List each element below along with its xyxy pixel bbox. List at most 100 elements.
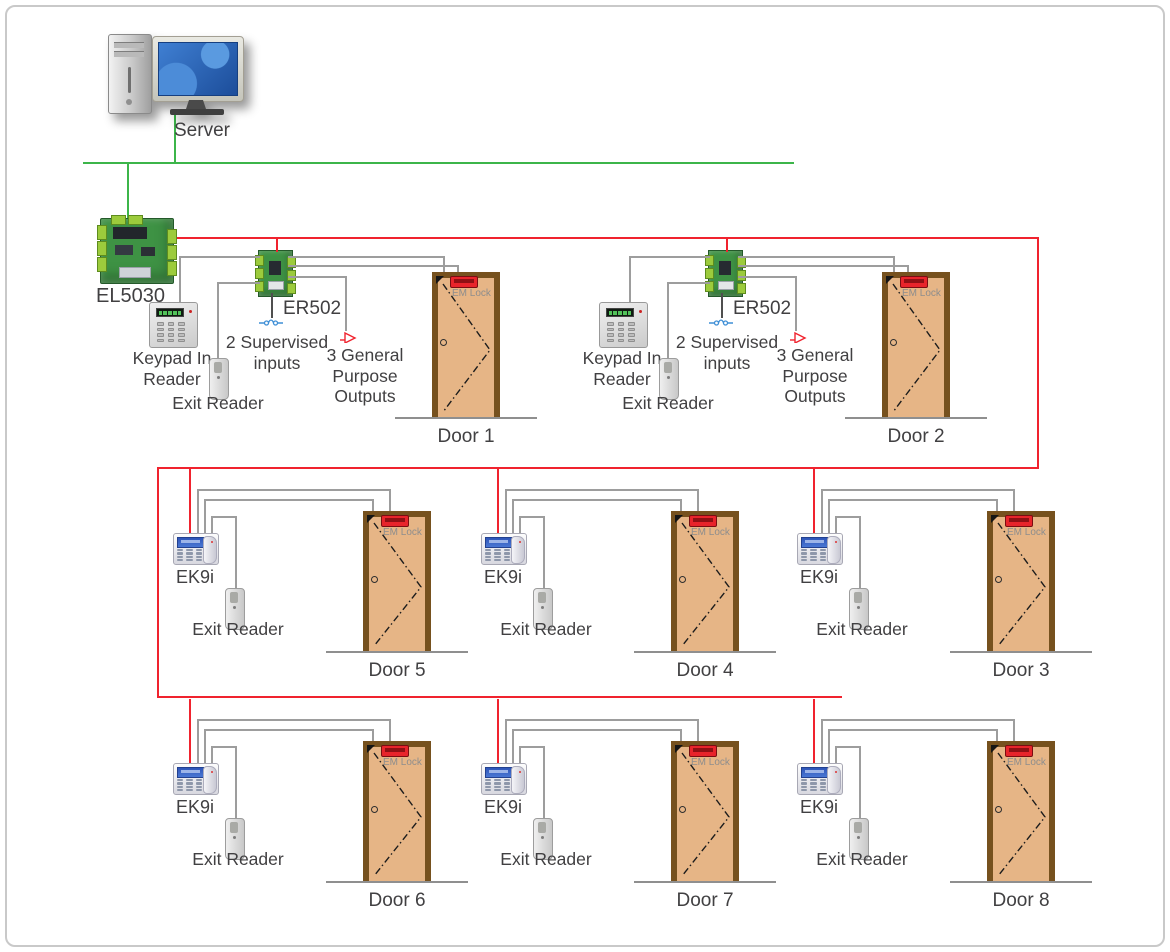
device-wire xyxy=(996,731,998,741)
door-hinge-mark xyxy=(367,745,375,753)
keypad-in-reader-device xyxy=(599,302,648,348)
keypad-key xyxy=(485,549,492,552)
keypad-key xyxy=(607,338,614,342)
monitor-icon xyxy=(152,36,244,102)
keypad-key xyxy=(494,779,501,782)
ek9i-label: EK9i xyxy=(483,797,523,817)
connector xyxy=(718,281,734,290)
drive-bay xyxy=(114,42,144,48)
reader-led xyxy=(217,376,220,379)
keypad-key xyxy=(186,782,193,785)
door: EM Lock Door 3 xyxy=(950,511,1092,681)
rs485-bus-cable xyxy=(157,696,842,698)
reader-led xyxy=(541,836,544,839)
em-lock-bar xyxy=(454,279,474,283)
em-lock xyxy=(689,515,717,527)
device-wire xyxy=(697,491,699,511)
keypad-key xyxy=(195,785,202,788)
power-button-icon xyxy=(126,99,132,105)
terminal-block xyxy=(255,281,264,292)
keypad-keys xyxy=(485,549,510,561)
door-hinge-mark xyxy=(675,745,683,753)
keypad-key xyxy=(157,327,164,331)
reader-notch xyxy=(538,822,546,833)
monitor-screen xyxy=(158,42,238,96)
em-lock xyxy=(900,276,928,288)
keypad-key xyxy=(195,558,202,561)
display-digit xyxy=(622,310,627,315)
ek9i-keypad-device xyxy=(173,763,219,795)
keypad-key xyxy=(628,327,635,331)
device-wire xyxy=(667,282,710,284)
keypad-key xyxy=(157,322,164,326)
keypad-key xyxy=(810,555,817,558)
door-knob xyxy=(371,575,378,583)
supervised-inputs-icon xyxy=(709,319,733,326)
rs485-bus-cable xyxy=(157,469,159,698)
display-digit xyxy=(608,310,613,315)
door-hinge-mark xyxy=(991,745,999,753)
exit-reader-label: Exit Reader xyxy=(500,619,592,639)
ek9i-keypad-device xyxy=(173,533,219,565)
keypad-display xyxy=(606,308,634,317)
display-digit xyxy=(172,310,177,315)
device-wire xyxy=(828,731,830,763)
page-border xyxy=(5,5,1165,947)
status-led xyxy=(639,310,642,313)
exit-reader-label: Exit Reader xyxy=(192,849,284,869)
em-lock xyxy=(689,745,717,757)
keypad-key xyxy=(195,552,202,555)
reader-notch xyxy=(230,592,238,603)
keypad-key xyxy=(485,558,492,561)
device-wire xyxy=(505,491,507,533)
floor-line xyxy=(326,881,468,883)
keypad-key xyxy=(494,552,501,555)
reader-led xyxy=(541,606,544,609)
door-swing-lines xyxy=(997,752,1046,877)
device-wire xyxy=(235,518,237,588)
device-wire xyxy=(519,516,545,518)
door: EM Lock Door 8 xyxy=(950,741,1092,911)
keypad-door-group: EK9i Exit Reader EM Lock Door 6 xyxy=(0,697,470,942)
rs485-bus-cable xyxy=(813,469,815,533)
keypad-key xyxy=(819,555,826,558)
reader-notch xyxy=(214,362,222,373)
ek9i-label: EK9i xyxy=(799,567,839,587)
em-lock-bar xyxy=(385,518,405,522)
terminal-block xyxy=(97,225,107,240)
door: EM Lock Door 6 xyxy=(326,741,468,911)
door-label: Door 5 xyxy=(368,660,426,681)
keypad-key xyxy=(503,549,510,552)
device-wire xyxy=(512,501,514,533)
em-lock xyxy=(1005,745,1033,757)
device-wire xyxy=(288,276,347,278)
device-wire xyxy=(204,731,206,763)
keypad-key xyxy=(177,782,184,785)
er502-interface-board xyxy=(705,250,746,297)
terminal-block xyxy=(287,270,296,281)
floor-line xyxy=(634,881,776,883)
device-wire xyxy=(505,721,507,763)
keypad-side-reader xyxy=(511,766,525,794)
keypad-lcd xyxy=(801,767,828,778)
monitor-base xyxy=(170,109,224,115)
keypad-key xyxy=(617,338,625,342)
keypad-key xyxy=(157,338,164,342)
supervised-inputs-icon xyxy=(259,319,283,326)
rs485-bus-cable xyxy=(497,469,499,533)
device-wire xyxy=(288,265,459,267)
keypad-lcd xyxy=(177,537,204,548)
exit-reader-device xyxy=(225,818,245,860)
supervised-inputs-label: 2 Supervised inputs xyxy=(225,332,329,373)
door-hinge-mark xyxy=(886,276,894,284)
network-cable xyxy=(127,163,129,218)
device-wire xyxy=(821,719,1015,721)
device-wire xyxy=(519,746,545,748)
keypad-key xyxy=(801,558,808,561)
keypad-key xyxy=(195,782,202,785)
rs485-bus-cable xyxy=(189,699,191,763)
reader-notch xyxy=(854,592,862,603)
door-label: Door 6 xyxy=(368,890,426,911)
keypad-key xyxy=(494,788,501,791)
